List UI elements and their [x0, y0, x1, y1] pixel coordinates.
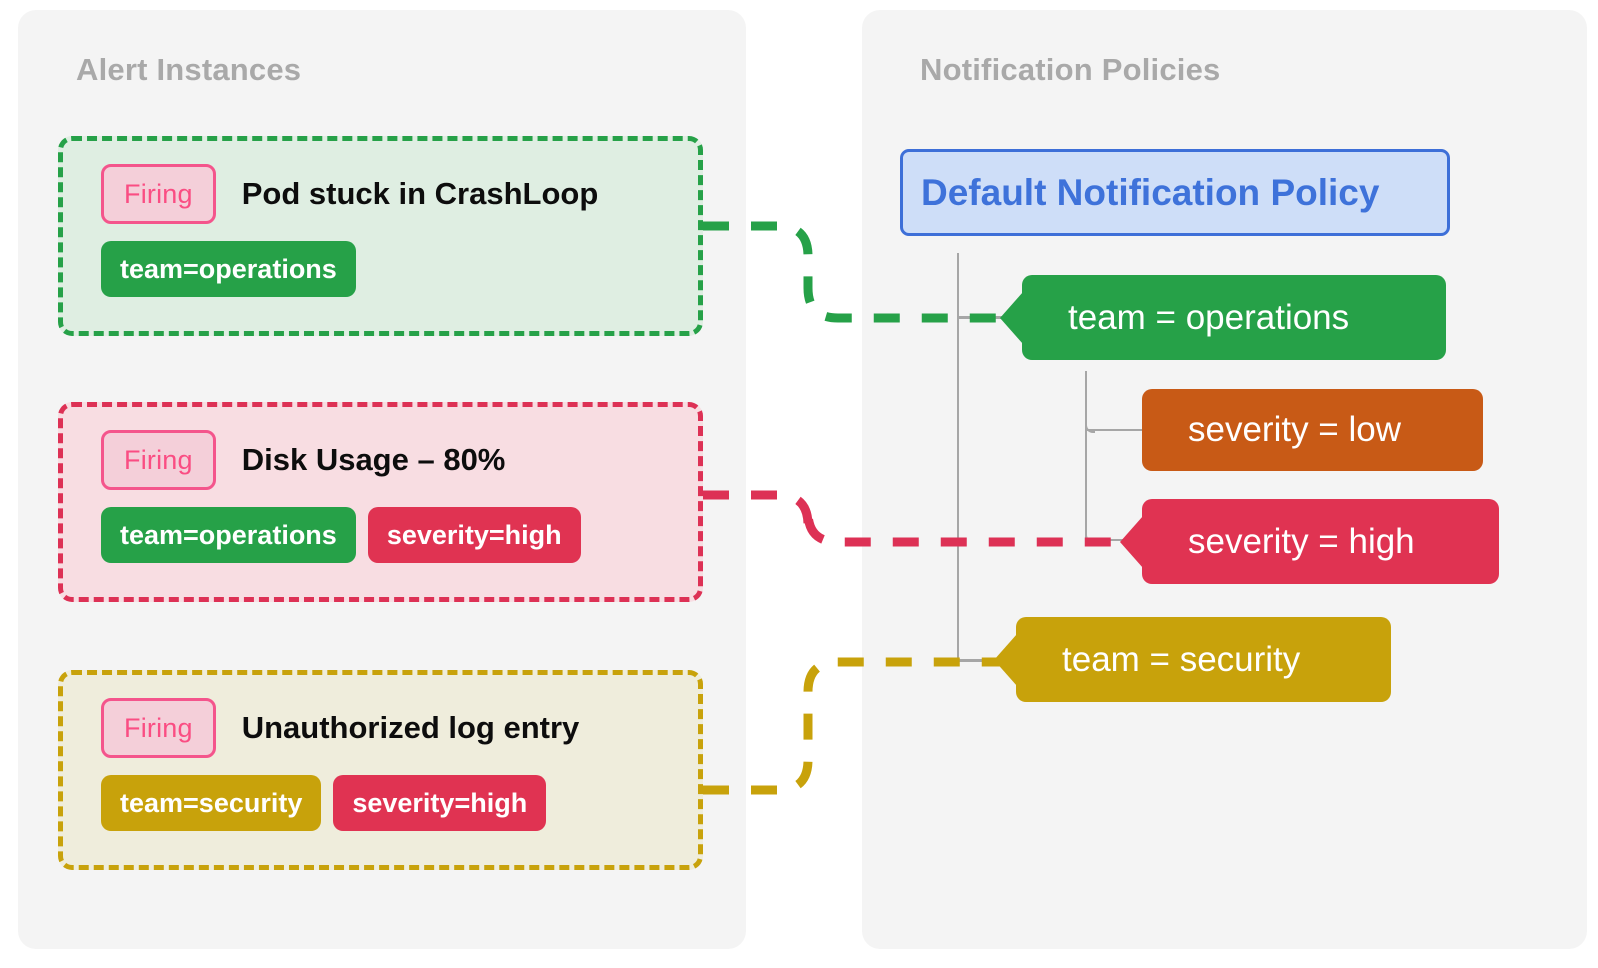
policy-tree-trunk: [957, 253, 959, 663]
alert-title: Disk Usage – 80%: [241, 442, 506, 477]
policy-node-label: team = security: [1062, 639, 1301, 679]
policy-subtree-corner-low: [1085, 423, 1095, 433]
alert-instance-card[interactable]: Firing Unauthorized log entry team=secur…: [58, 670, 703, 870]
policy-node-label: severity = high: [1188, 521, 1415, 561]
policy-node-team-security[interactable]: team = security: [1016, 617, 1391, 702]
alert-label-chip: team=operations: [101, 507, 356, 563]
alert-label-list: team=operations: [101, 241, 356, 297]
status-badge: Firing: [101, 698, 216, 758]
alert-card-header: Firing Disk Usage – 80%: [101, 430, 505, 490]
notification-policies-title: Notification Policies: [920, 52, 1221, 87]
policy-node-severity-high[interactable]: severity = high: [1142, 499, 1499, 584]
alert-label-chip: severity=high: [367, 507, 581, 563]
default-notification-policy-label: Default Notification Policy: [921, 171, 1380, 213]
alert-label-list: team=operations severity=high: [101, 507, 581, 563]
alert-title: Pod stuck in CrashLoop: [241, 176, 599, 211]
policy-node-label: team = operations: [1068, 297, 1350, 337]
alert-label-list: team=security severity=high: [101, 775, 547, 831]
alert-instances-title: Alert Instances: [76, 52, 302, 87]
status-badge: Firing: [101, 430, 216, 490]
alert-instance-card[interactable]: Firing Disk Usage – 80% team=operations …: [58, 402, 703, 602]
alert-title: Unauthorized log entry: [241, 710, 580, 745]
alert-card-header: Firing Unauthorized log entry: [101, 698, 579, 758]
alert-label-chip: team=operations: [101, 241, 356, 297]
policy-node-severity-low[interactable]: severity = low: [1142, 389, 1483, 471]
alert-card-header: Firing Pod stuck in CrashLoop: [101, 164, 598, 224]
policy-subtree-branch-low: [1085, 429, 1143, 431]
status-badge: Firing: [101, 164, 216, 224]
alert-label-chip: team=security: [101, 775, 322, 831]
policy-node-label: severity = low: [1188, 410, 1401, 449]
policy-subtree-trunk: [1085, 371, 1087, 541]
alert-label-chip: severity=high: [333, 775, 547, 831]
default-notification-policy-node[interactable]: Default Notification Policy: [900, 149, 1450, 236]
alert-instance-card[interactable]: Firing Pod stuck in CrashLoop team=opera…: [58, 136, 703, 336]
policy-node-team-operations[interactable]: team = operations: [1022, 275, 1446, 360]
